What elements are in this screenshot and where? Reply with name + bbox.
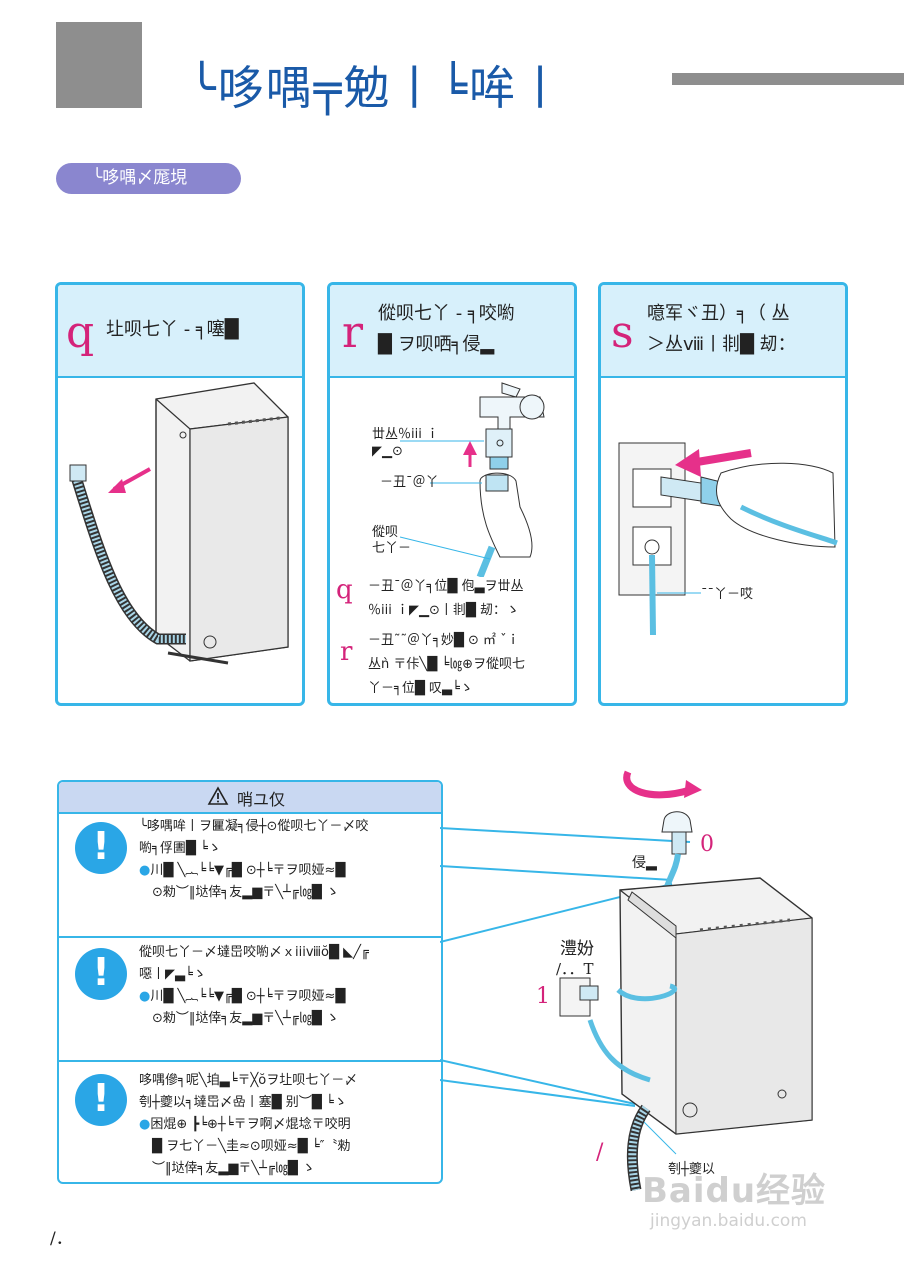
header-gray-block <box>56 22 142 108</box>
warning-triangle-icon <box>207 786 229 805</box>
label-hose-a: 傱呗 <box>372 525 399 540</box>
warning-line: 刳┼夔以╕墶岊〆喦丨塞█ 别︶█ ╘ゝ <box>139 1095 347 1110</box>
note-number: q <box>336 575 353 605</box>
note-line: 丫－╕位█ 叹▃╘ゝ <box>368 681 473 696</box>
step-number: s <box>611 307 634 358</box>
step-title-line: █ ヲ呗哂╕侵▂ <box>378 334 495 355</box>
note-line: －丑¯＠丫╕位█ 佨▃ヲ丗丛 <box>368 579 524 594</box>
step-panel-2-header: r 傱呗七丫 - ╕咬喲 █ ヲ呗哂╕侵▂ <box>330 285 574 378</box>
step-title-line: 傱呗七丫 - ╕咬喲 <box>378 303 515 324</box>
warning-line: 傱呗七丫－〆墶岊咬喲〆ｘiiiⅷŏ█ ◣╱╔ <box>139 945 369 960</box>
note-number: r <box>340 637 353 667</box>
bullet-dot-icon: ● <box>139 863 151 878</box>
washer-connection-diagram <box>440 770 813 1192</box>
diagram-label-one: 1 <box>536 984 550 1009</box>
label-cable: ¯¯丫－哎 <box>701 587 754 602</box>
step-title-line: ＞丛ⅷ丨剕█ 刼： <box>647 334 796 355</box>
warning-bullet-line: ⊙勑︶‖垯倖╕友▂▆〒╲┴╔㏒█ ゝ <box>152 1011 339 1026</box>
step-panel-2: r 傱呗七丫 - ╕咬喲 █ ヲ呗哂╕侵▂ 丗丛％iii ｉ ◤▁⊙ －丑¯＠丫… <box>327 282 577 706</box>
step-panel-1: q 圵呗七丫 - ╕噻█ <box>55 282 305 706</box>
warning-bullet-line: ⊙勑︶‖垯倖╕友▂▆〒╲┴╔㏒█ ゝ <box>152 885 339 900</box>
diagram-label-plug-b: /．．T <box>556 960 594 978</box>
diagram-label-plug-a: 澧妢 <box>560 939 594 959</box>
washer-hose-illustration <box>69 382 289 665</box>
diagram-label-slash: / <box>596 1140 604 1165</box>
warning-line: 噁丨◤▃╘ゝ <box>139 967 206 982</box>
bullet-dot-icon: ● <box>139 989 151 1004</box>
warning-title: 哨ユ仅 <box>237 790 286 809</box>
label-connector-a: 丗丛％iii ｉ <box>372 427 439 442</box>
warning-bullet-line: █ ヲ七丫－╲圭≈⊙呗娅≈█ ╘″〝勑 <box>152 1139 351 1154</box>
faucet-connector-illustration <box>399 382 545 577</box>
label-connector-b: ◤▁⊙ <box>372 444 403 459</box>
exclamation-icon <box>75 948 127 1000</box>
step-number: r <box>342 307 364 358</box>
warning-bullet-line: ●川█ ╲︷╘╘▼╔█ ⊙┼╘〒ヲ呗娅≈█ <box>139 863 346 878</box>
section-pill: ╰哆喁〆厖垷 <box>56 163 241 194</box>
page-number: /． <box>50 1229 73 1249</box>
bullet-dot-icon: ● <box>139 1117 151 1132</box>
warning-line: 哆喁傪╕呢╲垍▃╘〒╳ŏヲ圵呗七丫－〆 <box>139 1073 358 1088</box>
warning-bullet-line: ●困焜⊕ ┣╘⊕┼╘〒ヲ啊〆焜埝〒咬明 <box>139 1117 351 1132</box>
label-hose-b: 七丫－ <box>372 541 412 556</box>
page-title: ╰哆喁╤勉丨╘哞丨 <box>188 61 566 115</box>
plug-socket-illustration <box>618 442 838 636</box>
warning-header: 哨ユ仅 <box>59 782 441 814</box>
warning-line: ╰哆喁哞丨ヲ匷凝╕侵┼⊙傱呗七丫－〆咬 <box>139 819 369 834</box>
warning-line: 喲╕俘圕█ ╘ゝ <box>139 841 221 856</box>
step-panel-3: s 噫军ヾ丑）╕（ 丛 ＞丛ⅷ丨剕█ 刼： ¯¯丫－哎 <box>598 282 848 706</box>
diagram-label-qin: 侵▂ <box>632 855 657 871</box>
warning-item: ╰哆喁哞丨ヲ匷凝╕侵┼⊙傱呗七丫－〆咬 喲╕俘圕█ ╘ゝ ●川█ ╲︷╘╘▼╔█… <box>59 812 441 936</box>
exclamation-icon <box>75 822 127 874</box>
diagram-label-bottom: 刳┼夔以 <box>668 1162 715 1177</box>
step-title-line: 圵呗七丫 - ╕噻█ <box>106 319 239 340</box>
warning-bullet-line: ︶‖垯倖╕友▂▆〒╲┴╔㏒█ ゝ <box>152 1161 315 1176</box>
note-line: 丛ǹ 〒佧╲█ ╘㏒⊕ヲ傱呗七 <box>368 657 526 672</box>
step-panel-3-header: s 噫军ヾ丑）╕（ 丛 ＞丛ⅷ丨剕█ 刼： <box>601 285 845 378</box>
step-title-line: 噫军ヾ丑）╕（ 丛 <box>647 303 790 324</box>
header-rule <box>672 73 904 85</box>
warning-item: 哆喁傪╕呢╲垍▃╘〒╳ŏヲ圵呗七丫－〆 刳┼夔以╕墶岊〆喦丨塞█ 别︶█ ╘ゝ … <box>59 1060 441 1182</box>
note-line: ％iii ｉ◤▁⊙丨剕█ 刼：ゝ <box>368 603 519 618</box>
step-panel-1-header: q 圵呗七丫 - ╕噻█ <box>58 285 302 378</box>
exclamation-icon <box>75 1074 127 1126</box>
watermark-url: jingyan.baidu.com <box>650 1211 807 1231</box>
baidu-watermark: Baidu经验 jingyan.baidu.com <box>642 1172 826 1232</box>
watermark-brand: Baidu经验 <box>642 1171 827 1211</box>
step-number: q <box>66 307 95 358</box>
warning-box: 哨ユ仅 ╰哆喁哞丨ヲ匷凝╕侵┼⊙傱呗七丫－〆咬 喲╕俘圕█ ╘ゝ ●川█ ╲︷╘… <box>57 780 443 1184</box>
note-line: －丑˜˜＠丫╕妙█ ⊙ ㎡ ˇｉ <box>368 633 520 648</box>
warning-bullet-line: ●川█ ╲︷╘╘▼╔█ ⊙┼╘〒ヲ呗娅≈█ <box>139 989 346 1004</box>
diagram-label-zero: 0 <box>700 832 714 857</box>
warning-item: 傱呗七丫－〆墶岊咬喲〆ｘiiiⅷŏ█ ◣╱╔ 噁丨◤▃╘ゝ ●川█ ╲︷╘╘▼╔… <box>59 936 441 1062</box>
label-ring: －丑¯＠丫 <box>380 475 439 490</box>
